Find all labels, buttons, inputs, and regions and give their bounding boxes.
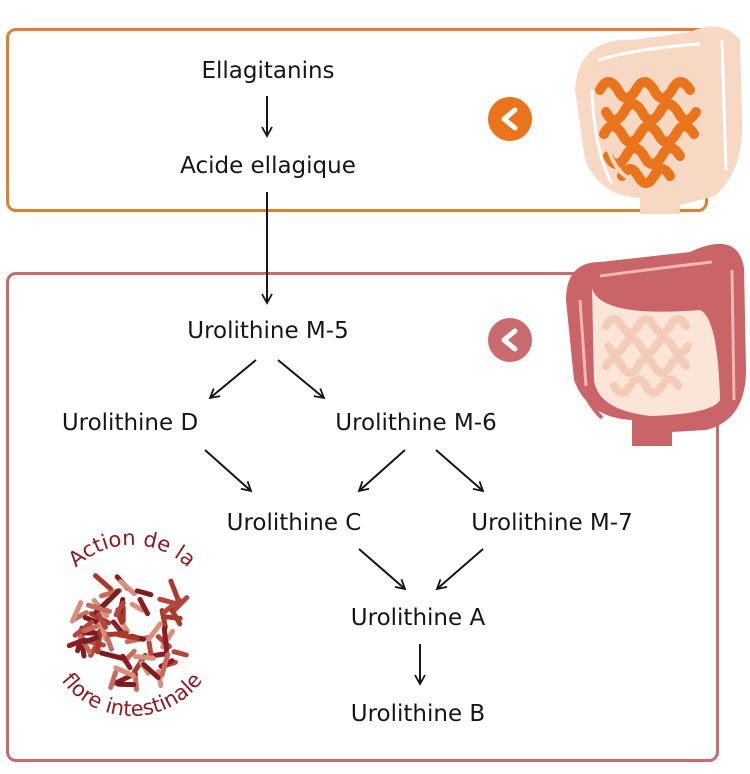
bacterium-icon bbox=[161, 625, 169, 653]
bacterium-icon bbox=[69, 600, 84, 624]
bacterium-icon bbox=[129, 601, 146, 613]
arrow-d-to-c bbox=[204, 449, 253, 493]
node-urolithine-c: Urolithine C bbox=[226, 510, 362, 536]
bacterium-icon bbox=[133, 654, 156, 661]
bacterium-icon bbox=[169, 608, 183, 627]
bacterium-icon bbox=[118, 579, 137, 597]
bacterium-icon bbox=[141, 662, 161, 680]
arrow-m5-to-d bbox=[208, 359, 257, 400]
bacteria-cluster-icon bbox=[66, 573, 190, 692]
bacterium-icon bbox=[115, 632, 140, 641]
bacterium-icon bbox=[137, 596, 151, 617]
bacterium-icon bbox=[81, 635, 100, 645]
node-urolithine-m6: Urolithine M-6 bbox=[335, 410, 497, 436]
bacterium-icon bbox=[146, 639, 154, 658]
bacterium-icon bbox=[159, 651, 171, 678]
bacterium-icon bbox=[134, 588, 154, 598]
node-acide-ellagique: Acide ellagique bbox=[180, 153, 356, 179]
bacterium-icon bbox=[108, 669, 119, 690]
bacterium-icon bbox=[120, 653, 133, 671]
bacterium-icon bbox=[98, 620, 109, 642]
node-urolithine-m7: Urolithine M-7 bbox=[471, 510, 633, 536]
bacterium-icon bbox=[101, 588, 121, 608]
bacterium-icon bbox=[171, 595, 190, 614]
node-ellagitanins: Ellagitanins bbox=[201, 58, 335, 84]
badge-top-text: Action de la bbox=[64, 526, 201, 572]
chevron-left-icon bbox=[488, 318, 532, 362]
bacterium-icon bbox=[104, 635, 114, 652]
arrow-m7-to-a bbox=[435, 548, 484, 591]
node-urolithine-b: Urolithine B bbox=[350, 701, 486, 727]
large-intestine-icon bbox=[566, 243, 746, 446]
bacterium-icon bbox=[96, 612, 108, 630]
node-urolithine-m5: Urolithine M-5 bbox=[187, 318, 349, 344]
bacterium-icon bbox=[162, 597, 183, 615]
bacterium-icon bbox=[98, 650, 125, 661]
small-intestine-icon bbox=[575, 26, 743, 214]
bacterium-icon bbox=[146, 621, 163, 642]
bacterium-icon bbox=[93, 573, 114, 592]
arrow-m6-to-c bbox=[357, 449, 406, 493]
bacterium-icon bbox=[95, 628, 103, 655]
svg-text:Action de la: Action de la bbox=[64, 526, 201, 572]
arrow-m5-to-m6 bbox=[277, 359, 326, 400]
bacterium-icon bbox=[157, 596, 176, 606]
bacterium-icon bbox=[150, 651, 170, 659]
node-urolithine-d: Urolithine D bbox=[61, 410, 199, 436]
arrow-c-to-a bbox=[358, 548, 407, 591]
bacterium-icon bbox=[168, 578, 182, 604]
chevron-left-icon bbox=[488, 97, 532, 141]
bacterium-icon bbox=[113, 600, 126, 618]
bacterium-icon bbox=[171, 649, 189, 658]
arrow-m6-to-m7 bbox=[435, 449, 485, 493]
bacterium-icon bbox=[85, 602, 112, 614]
node-urolithine-a: Urolithine A bbox=[350, 605, 486, 631]
bacterium-icon bbox=[113, 665, 136, 679]
bacterium-icon bbox=[132, 672, 139, 692]
